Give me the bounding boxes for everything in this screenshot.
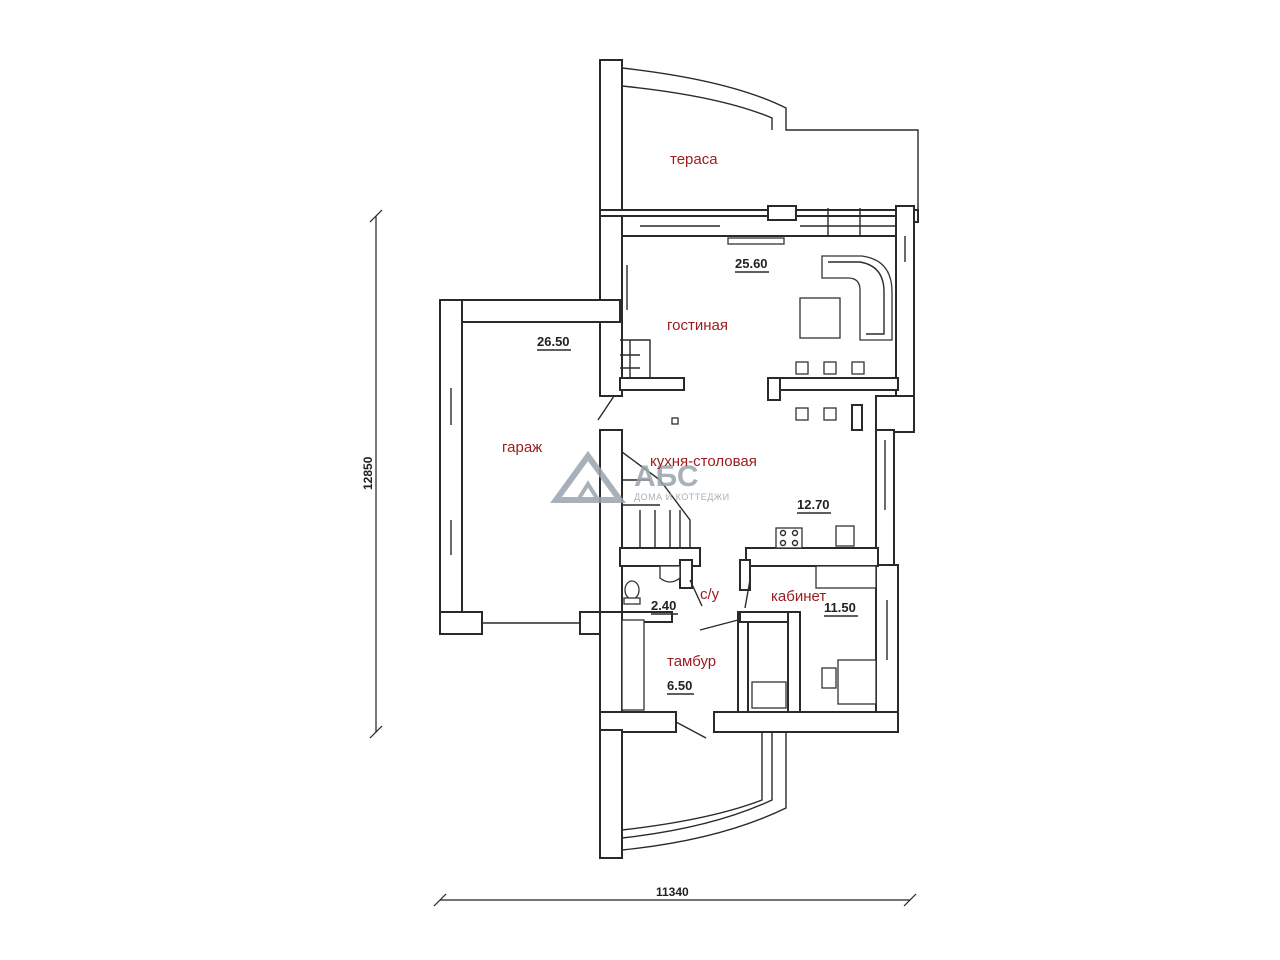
outer-walls — [439, 205, 915, 733]
dimension-width-label: 11340 — [656, 885, 689, 899]
dimension-width: 11340 — [433, 885, 917, 907]
dimension-height-label: 12850 — [361, 456, 375, 490]
room-labels: тераса гостиная гараж кухня-столовая с/у… — [502, 151, 826, 670]
room-label-terrace: тераса — [670, 151, 718, 168]
porch — [599, 729, 787, 859]
area-label-vestibule: 6.50 — [667, 678, 692, 693]
room-label-kitchen: кухня-столовая — [650, 453, 757, 470]
room-label-living: гостиная — [667, 317, 728, 334]
internal-walls — [619, 377, 899, 713]
area-label-living: 25.60 — [735, 256, 768, 271]
room-label-garage: гараж — [502, 439, 542, 456]
area-label-office: 11.50 — [824, 600, 856, 615]
room-label-bathroom: с/у — [700, 586, 720, 603]
door-swings — [597, 395, 751, 739]
terrace — [599, 59, 919, 223]
logo-tagline: ДОМА И КОТТЕДЖИ — [634, 492, 730, 502]
area-label-garage: 26.50 — [537, 334, 570, 349]
staircase — [620, 339, 691, 548]
logo-triangle-icon — [550, 450, 626, 503]
area-labels: 25.60 26.50 12.70 2.40 11.50 6.50 — [537, 256, 858, 695]
area-label-kitchen: 12.70 — [797, 497, 830, 512]
company-logo: АБС ДОМА И КОТТЕДЖИ — [550, 450, 730, 503]
furniture — [621, 237, 893, 711]
dimension-height: 12850 — [361, 209, 383, 739]
room-label-office: кабинет — [771, 588, 826, 605]
area-label-bathroom: 2.40 — [651, 598, 676, 613]
room-label-vestibule: тамбур — [667, 653, 716, 670]
logo-name: АБС — [634, 460, 699, 493]
